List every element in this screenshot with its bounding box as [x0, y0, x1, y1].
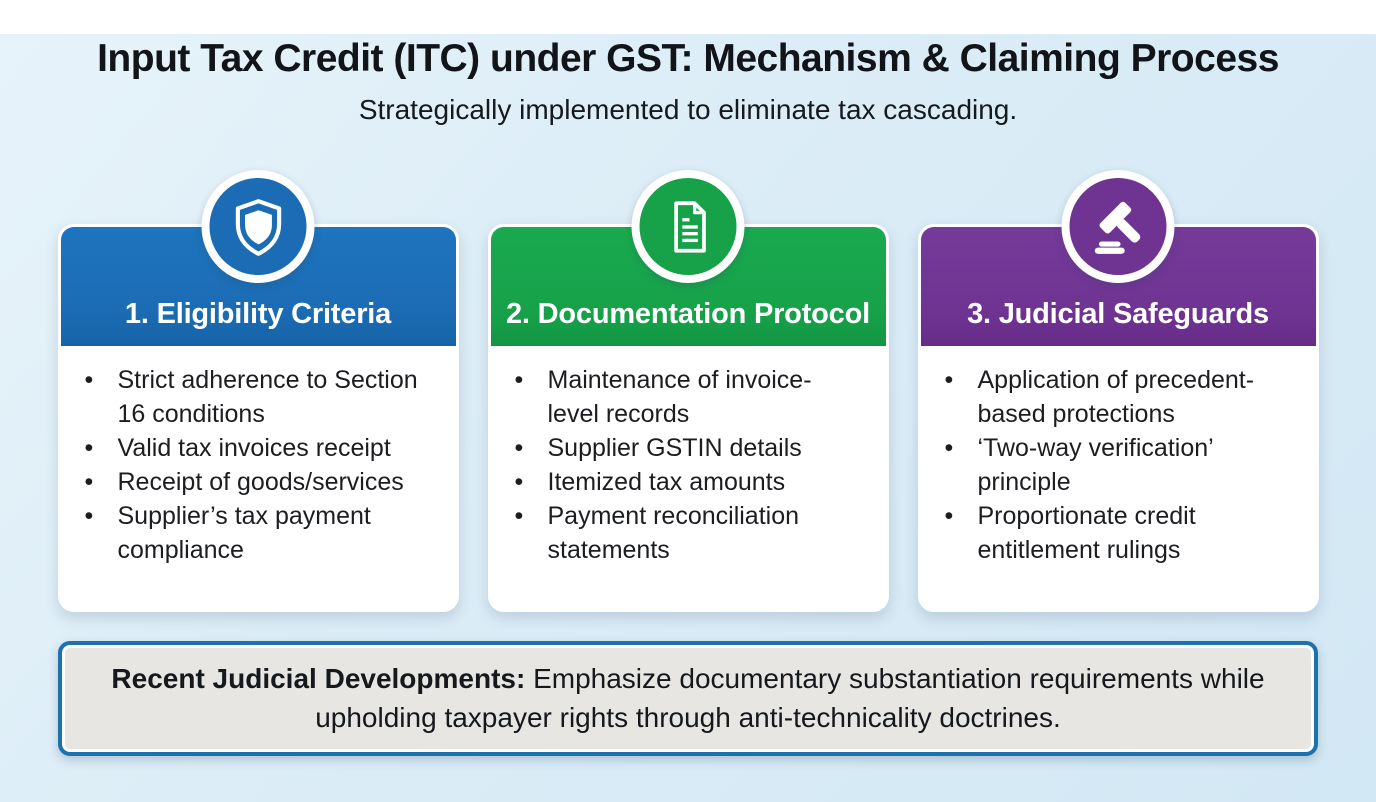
page-title: Input Tax Credit (ITC) under GST: Mechan… — [97, 37, 1279, 80]
bullet-item: Valid tax invoices receipt — [61, 431, 430, 465]
bullet-item: Maintenance of invoice-level records — [491, 363, 860, 431]
bullet-item: ‘Two-way verification’ principle — [921, 431, 1290, 499]
infographic-slide: Input Tax Credit (ITC) under GST: Mechan… — [0, 34, 1376, 802]
card-documentation-protocol: 2. Documentation Protocol Maintenance of… — [487, 170, 889, 612]
footer-note-text: Recent Judicial Developments: Emphasize … — [110, 659, 1266, 737]
card-title: 1. Eligibility Criteria — [124, 298, 392, 330]
card-bullet-list: Application of precedent-based protectio… — [920, 346, 1316, 609]
bullet-item: Receipt of goods/services — [61, 465, 430, 499]
bullet-item: Payment reconciliation statements — [491, 499, 860, 567]
gavel-icon — [1061, 170, 1175, 283]
bullet-item: Application of precedent-based protectio… — [921, 363, 1290, 431]
bullet-item: Itemized tax amounts — [491, 465, 860, 499]
page-subtitle: Strategically implemented to eliminate t… — [358, 94, 1018, 125]
footer-note: Recent Judicial Developments: Emphasize … — [58, 641, 1318, 756]
bullet-item: Supplier’s tax payment compliance — [61, 499, 430, 567]
document-icon — [631, 170, 745, 283]
card-judicial-safeguards: 3. Judicial Safeguards Application of pr… — [917, 170, 1319, 612]
card-eligibility-criteria: 1. Eligibility Criteria Strict adherence… — [57, 170, 459, 612]
bullet-item: Strict adherence to Section 16 condition… — [61, 363, 430, 431]
card-title: 3. Judicial Safeguards — [967, 298, 1269, 330]
shield-icon — [201, 170, 315, 283]
footer-note-body: Emphasize documentary substantiation req… — [315, 663, 1265, 733]
bullet-item: Supplier GSTIN details — [491, 431, 860, 465]
footer-note-lead: Recent Judicial Developments: — [111, 663, 526, 694]
bullet-item: Proportionate credit entitlement rulings — [921, 499, 1290, 567]
card-bullet-list: Strict adherence to Section 16 condition… — [60, 346, 456, 609]
cards-row: 1. Eligibility Criteria Strict adherence… — [0, 170, 1376, 612]
card-title: 2. Documentation Protocol — [506, 298, 870, 330]
card-bullet-list: Maintenance of invoice-level records Sup… — [490, 346, 886, 609]
